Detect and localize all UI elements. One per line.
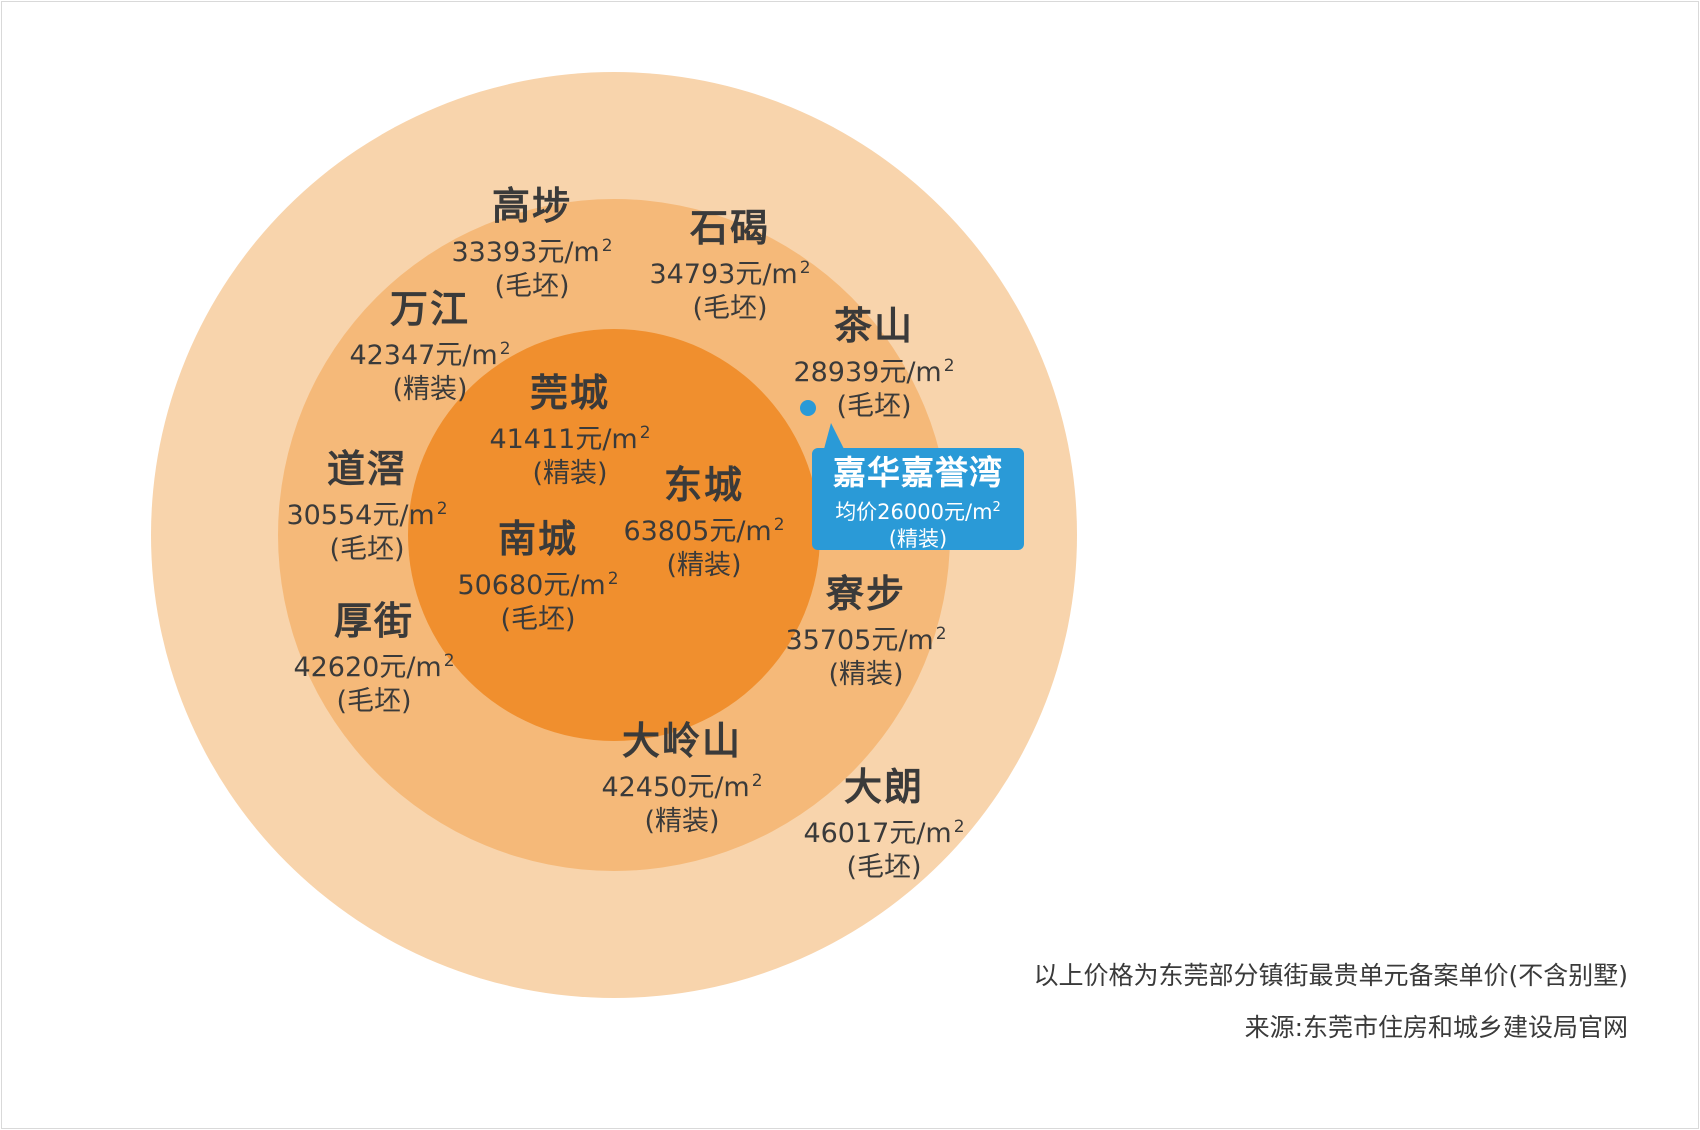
town-finish: (毛坯) [692, 293, 768, 324]
town-name: 茶山 [833, 304, 914, 348]
town-finish: (毛坯) [494, 271, 570, 302]
town-finish: (精装) [392, 374, 468, 405]
unit-exponent: 2 [601, 236, 613, 256]
town-finish: (精装) [666, 550, 742, 581]
town-name: 莞城 [529, 371, 610, 415]
town-name: 寮步 [825, 572, 906, 616]
unit-exponent: 2 [499, 339, 511, 359]
callout-title: 嘉华嘉誉湾 [833, 453, 1003, 492]
unit-exponent: 2 [639, 423, 651, 443]
town-finish: (毛坯) [846, 852, 922, 883]
town-name: 万江 [389, 287, 470, 331]
inner-core [408, 329, 820, 741]
town-finish: (毛坯) [500, 604, 576, 635]
unit-exponent: 2 [436, 499, 448, 519]
town-name: 厚街 [333, 599, 414, 643]
town-finish: (毛坯) [336, 686, 412, 717]
callout-finish: (精装) [888, 527, 948, 551]
unit-exponent: 2 [751, 771, 763, 791]
town-name: 石碣 [689, 206, 770, 250]
town-finish: (精装) [532, 458, 608, 489]
town-finish: (毛坯) [836, 391, 912, 422]
town-name: 大朗 [843, 765, 924, 809]
town-finish: (毛坯) [329, 534, 405, 565]
unit-exponent: 2 [607, 569, 619, 589]
unit-exponent: 2 [799, 258, 811, 278]
unit-exponent: 2 [443, 651, 455, 671]
town-name: 东城 [663, 463, 744, 507]
location-marker-dot [800, 400, 816, 416]
footnote-source: 来源:东莞市住房和城乡建设局官网 [1244, 1013, 1628, 1042]
project-callout: 嘉华嘉誉湾 均价26000元/m2 (精装) [812, 448, 1024, 551]
callout-pointer [824, 423, 844, 449]
town-finish: (精装) [644, 806, 720, 837]
unit-exponent: 2 [943, 356, 955, 376]
town-name: 南城 [497, 517, 578, 561]
footnote-scope: 以上价格为东莞部分镇街最贵单元备案单价(不含别墅) [1033, 961, 1628, 990]
unit-exponent: 2 [992, 500, 1001, 515]
unit-exponent: 2 [935, 624, 947, 644]
town-name: 大岭山 [621, 719, 742, 763]
unit-exponent: 2 [773, 515, 785, 535]
town-finish: (精装) [828, 659, 904, 690]
callout-price: 均价26000元/m2 [835, 500, 1001, 524]
unit-exponent: 2 [953, 817, 965, 837]
footnotes: 以上价格为东莞部分镇街最贵单元备案单价(不含别墅) 来源:东莞市住房和城乡建设局… [1033, 950, 1628, 1054]
town-name: 高埗 [491, 184, 572, 228]
town-name: 道滘 [326, 447, 407, 491]
